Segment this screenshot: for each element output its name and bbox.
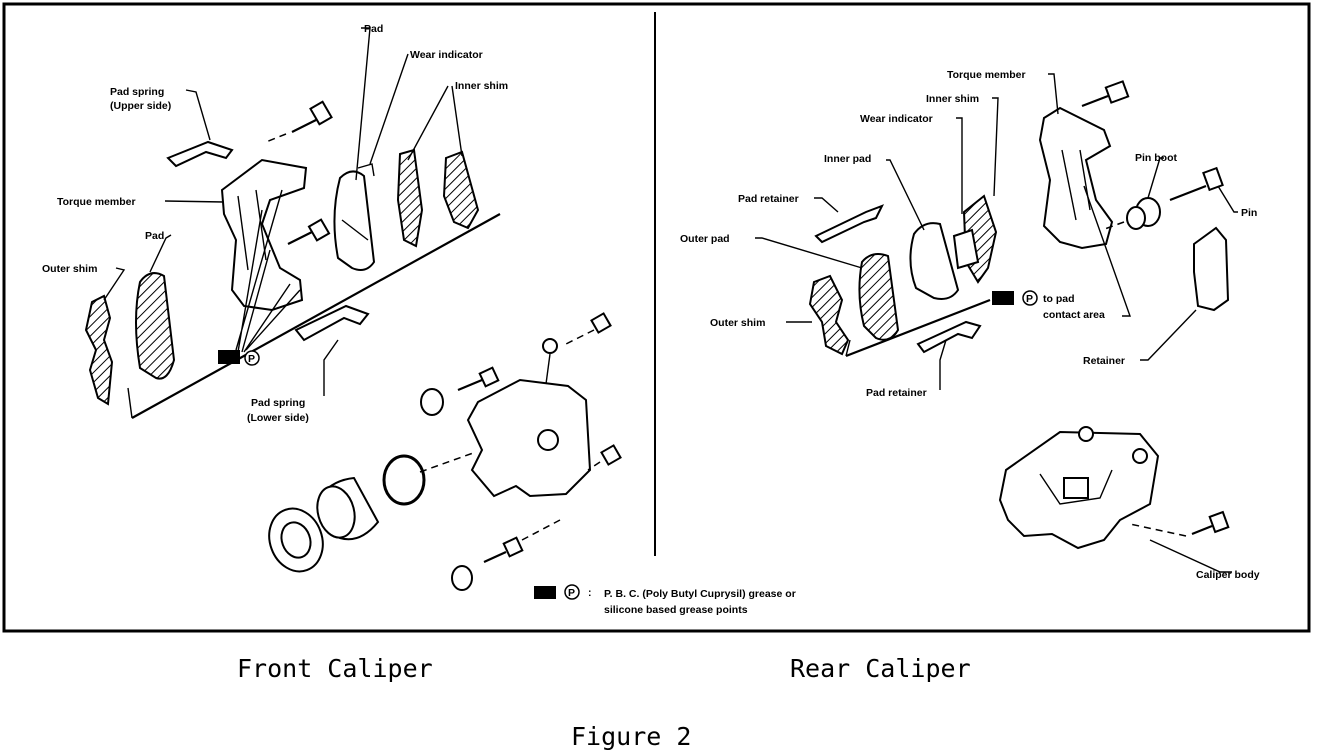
- front-label-pad-left: Pad: [145, 230, 164, 242]
- rear-pad-retainer-bottom: [916, 320, 982, 354]
- rear-label-torque-member: Torque member: [947, 69, 1026, 81]
- rear-pin: [1169, 166, 1224, 202]
- front-caliper-bolt-bottom: [483, 519, 561, 564]
- front-caliper-bolt-top: [561, 312, 612, 347]
- front-pad-spring-upper: [166, 140, 234, 168]
- rear-label-grease-note-1: to pad: [1043, 293, 1075, 305]
- rear-label-pin: Pin: [1241, 207, 1257, 219]
- rear-torque-bolt: [1081, 80, 1130, 108]
- rear-outer-pad: [858, 253, 900, 341]
- legend-colon: :: [588, 587, 592, 599]
- legend-grease-box: [534, 586, 556, 599]
- rear-label-pin-boot: Pin boot: [1135, 152, 1177, 164]
- legend-mark: P: [568, 587, 575, 599]
- front-label-torque-member: Torque member: [57, 196, 136, 208]
- rear-caliper-panel: P Torque member Inner shim We: [680, 69, 1260, 581]
- front-label-wear-indicator: Wear indicator: [410, 49, 483, 61]
- front-lower-bolt: [287, 218, 331, 245]
- front-caliper-body: [466, 378, 592, 498]
- front-pad-spring-lower: [294, 304, 370, 342]
- rear-label-caliper-body: Caliper body: [1196, 569, 1260, 581]
- rear-label-inner-pad: Inner pad: [824, 153, 871, 165]
- rear-torque-member: [1038, 106, 1114, 250]
- rear-label-pad-retainer-top: Pad retainer: [738, 193, 799, 205]
- rear-label-pad-retainer-bottom: Pad retainer: [866, 387, 927, 399]
- legend-line-2: silicone based grease points: [604, 604, 748, 616]
- front-grease-box: [218, 350, 240, 364]
- figure-caption: Figure 2: [571, 722, 691, 751]
- rear-pad-retainer-top: [814, 204, 885, 244]
- front-label-inner-shim: Inner shim: [455, 80, 508, 92]
- front-piston-seal: [382, 454, 426, 506]
- front-dust-seal: [268, 507, 324, 573]
- rear-caliper-bolt: [1129, 510, 1230, 537]
- rear-caliper-title: Rear Caliper: [790, 654, 971, 683]
- front-caliper-bolt-mid: [457, 366, 500, 392]
- front-label-pad-spring-lower-2: (Lower side): [247, 412, 309, 424]
- rear-label-outer-shim: Outer shim: [710, 317, 765, 329]
- front-wear-indicator: [357, 163, 375, 177]
- front-piston: [316, 476, 380, 541]
- figure-frame: [2, 2, 1311, 633]
- rear-label-retainer: Retainer: [1083, 355, 1125, 367]
- rear-pin-boot: [1126, 197, 1161, 230]
- front-label-outer-shim: Outer shim: [42, 263, 97, 275]
- rear-label-outer-pad: Outer pad: [680, 233, 730, 245]
- front-label-pad-spring-upper-2: (Upper side): [110, 100, 171, 112]
- rear-grease-box: [992, 291, 1014, 305]
- front-grease-mark: P: [248, 353, 255, 365]
- rear-label-wear-indicator: Wear indicator: [860, 113, 933, 125]
- rear-outer-shim: [808, 274, 850, 356]
- front-pad-top: [333, 170, 376, 271]
- front-caliper-panel: P: [42, 23, 622, 591]
- front-label-pad-top: Pad: [364, 23, 383, 35]
- front-label-pad-spring-lower-1: Pad spring: [251, 397, 305, 409]
- grease-legend: P : P. B. C. (Poly Butyl Cuprysil) greas…: [534, 584, 796, 616]
- legend-line-1: P. B. C. (Poly Butyl Cuprysil) grease or: [604, 588, 796, 600]
- rear-label-inner-shim: Inner shim: [926, 93, 979, 105]
- rear-caliper-body: [998, 426, 1160, 550]
- front-upper-bolt: [265, 100, 333, 143]
- front-torque-member: [220, 158, 308, 312]
- front-caliper-bolt-right: [587, 444, 622, 471]
- rear-inner-pad: [909, 222, 960, 300]
- front-pad-left: [135, 272, 176, 380]
- rear-retainer: [1193, 226, 1230, 312]
- front-inner-shim-1: [396, 148, 424, 248]
- front-outer-shim: [84, 294, 114, 406]
- front-inner-shim-2: [442, 150, 480, 230]
- front-pin-boot-upper: [420, 388, 444, 416]
- rear-grease-mark: P: [1026, 293, 1033, 305]
- front-caliper-title: Front Caliper: [237, 654, 433, 683]
- front-pin-boot-lower: [451, 565, 473, 591]
- front-label-pad-spring-upper-1: Pad spring: [110, 86, 164, 98]
- rear-label-grease-note-2: contact area: [1043, 309, 1105, 321]
